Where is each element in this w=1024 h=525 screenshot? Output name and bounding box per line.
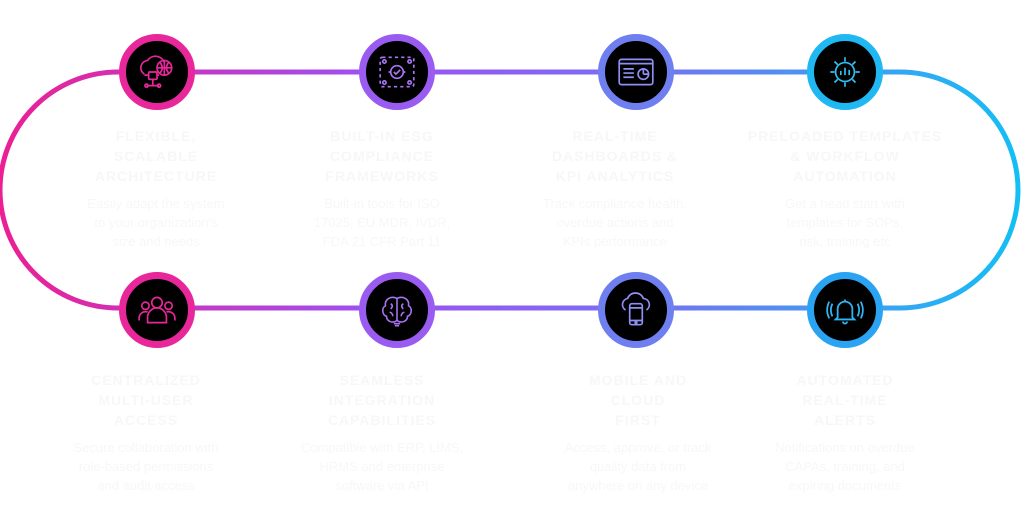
feature-title: SEAMLESS INTEGRATION CAPABILITIES: [327, 372, 437, 428]
feature-card-6: SEAMLESS INTEGRATION CAPABILITIES Compat…: [282, 370, 482, 495]
feature-description: Easily adapt the system to your organiza…: [87, 196, 225, 249]
feature-node-2: [359, 34, 435, 110]
feature-title: FLEXIBLE, SCALABLE ARCHITECTURE: [94, 128, 218, 184]
feature-title: CENTRALIZED MULTI-USER ACCESS: [91, 372, 201, 428]
compliance-check-icon: [379, 56, 415, 88]
feature-description: Compatible with ERP, LIMS, HRMS and ente…: [300, 440, 464, 493]
feature-node-6: [359, 272, 435, 348]
brain-icon: [382, 296, 412, 327]
feature-title: REAL-TIME DASHBOARDS & KPI ANALYTICS: [551, 128, 679, 184]
feature-card-3: REAL-TIME DASHBOARDS & KPI ANALYTICS Tra…: [515, 126, 715, 251]
feature-card-1: FLEXIBLE, SCALABLE ARCHITECTURE Easily a…: [56, 126, 256, 251]
automation-gear-icon: [830, 57, 860, 87]
feature-node-8: [807, 272, 883, 348]
mobile-cloud-icon: [621, 292, 651, 326]
feature-description: Access, approve, or track quality data f…: [564, 440, 712, 493]
feature-description: Secure collaboration with role-based per…: [73, 440, 219, 493]
globe-network-icon: [139, 55, 173, 89]
feature-card-4: PRELOADED TEMPLATES & WORKFLOW AUTOMATIO…: [745, 126, 945, 251]
feature-node-7: [598, 272, 674, 348]
feature-node-1: [119, 34, 195, 110]
feature-node-3: [598, 34, 674, 110]
feature-card-8: AUTOMATED REAL-TIME ALERTS Notifications…: [745, 370, 945, 495]
feature-title: MOBILE AND CLOUD FIRST: [588, 372, 688, 428]
feature-title: PRELOADED TEMPLATES & WORKFLOW AUTOMATIO…: [747, 128, 943, 184]
feature-card-2: BUILT-IN ESG COMPLIANCE FRAMEWORKS Built…: [282, 126, 482, 251]
feature-description: Track compliance health, overdue actions…: [542, 196, 688, 249]
users-group-icon: [138, 296, 176, 324]
feature-title: AUTOMATED REAL-TIME ALERTS: [796, 372, 894, 428]
feature-node-5: [119, 272, 195, 348]
bell-alert-icon: [826, 299, 864, 325]
feature-card-5: CENTRALIZED MULTI-USER ACCESS Secure col…: [46, 370, 246, 495]
feature-card-7: MOBILE AND CLOUD FIRST Access, approve, …: [538, 370, 738, 495]
feature-description: Built-in tools for ISO 17025, EU MDR, IV…: [313, 196, 451, 249]
feature-node-4: [807, 34, 883, 110]
feature-description: Get a head start with templates for SOPs…: [785, 196, 905, 249]
feature-description: Notifications on overdue CAPAs, training…: [775, 440, 915, 493]
feature-title: BUILT-IN ESG COMPLIANCE FRAMEWORKS: [325, 128, 439, 184]
dashboard-icon: [618, 58, 654, 86]
